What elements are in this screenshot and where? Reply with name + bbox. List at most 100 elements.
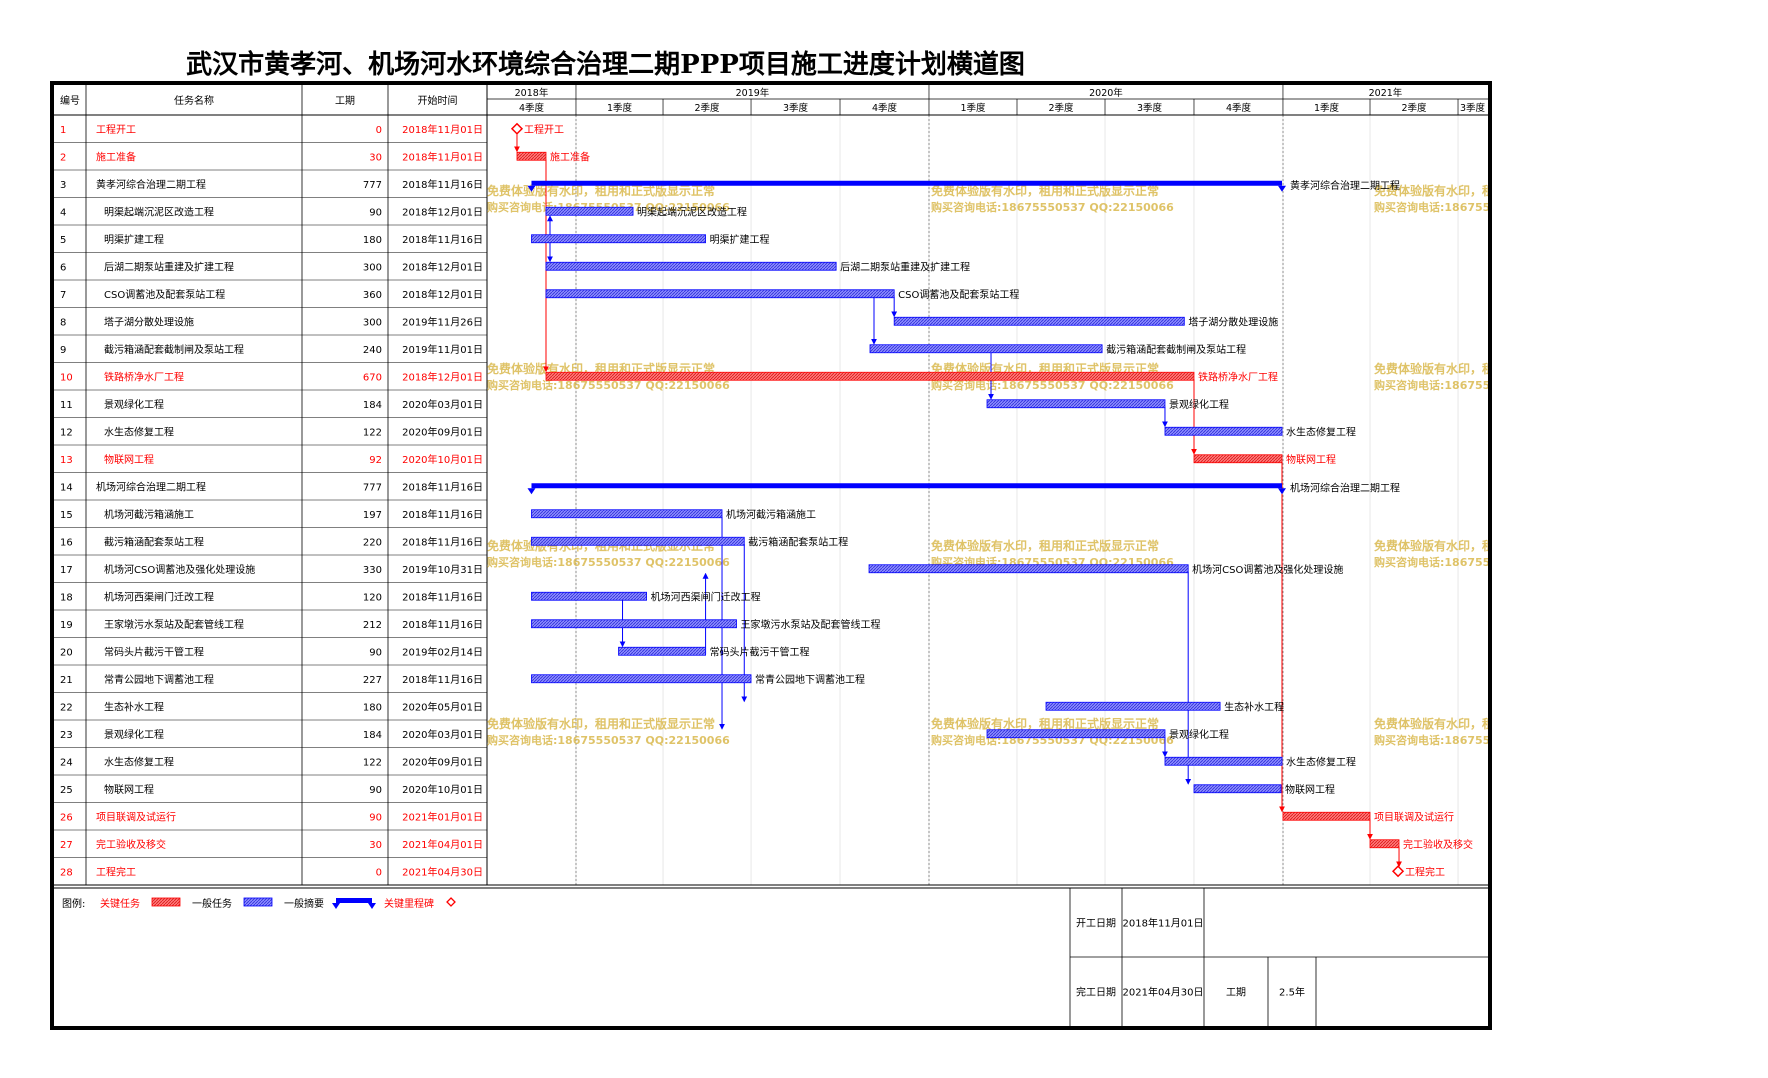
task-bar <box>531 536 745 546</box>
bar-label: 黄孝河综合治理二期工程 <box>1290 179 1400 192</box>
task-name: 工程完工 <box>96 865 136 878</box>
task-bar <box>986 729 1166 739</box>
task-start: 2018年11月01日 <box>402 150 483 163</box>
task-id: 1 <box>60 125 66 136</box>
task-name: 工程开工 <box>96 124 136 136</box>
task-bar <box>545 289 895 299</box>
task-duration: 777 <box>363 180 382 191</box>
task-duration: 120 <box>363 592 382 603</box>
task-bar <box>868 564 1189 574</box>
task-duration: 197 <box>363 510 382 521</box>
quarter-label: 2季度 <box>1401 102 1427 114</box>
quarter-label: 1季度 <box>607 102 633 114</box>
watermark-line1: 免费体验版有水印，租用和正式版显示正常 <box>931 183 1159 198</box>
column-header: 任务名称 <box>174 94 214 107</box>
task-start: 2018年11月16日 <box>402 508 483 521</box>
task-duration: 184 <box>363 400 382 411</box>
bar-label: 铁路桥净水厂工程 <box>1198 370 1278 383</box>
task-duration: 777 <box>363 482 382 493</box>
legend-label: 图例: <box>62 897 85 910</box>
task-duration: 30 <box>369 152 382 163</box>
task-name: 项目联调及试运行 <box>96 810 176 823</box>
start-date-value: 2018年11月01日 <box>1123 917 1204 930</box>
task-id: 10 <box>60 372 73 383</box>
quarter-label: 1季度 <box>960 102 986 114</box>
task-bar <box>531 509 723 519</box>
task-start: 2018年12月01日 <box>402 288 483 301</box>
watermark-line2: 购买咨询电话:18675550537 QQ:22150066 <box>1374 378 1488 392</box>
task-start: 2018年11月16日 <box>402 618 483 631</box>
task-name: 常码头片截污干管工程 <box>104 645 204 658</box>
bar-label: 后湖二期泵站重建及扩建工程 <box>840 260 970 273</box>
task-id: 8 <box>60 317 66 328</box>
legend-swatch-milestone <box>446 897 456 907</box>
duration-label: 工期 <box>1226 987 1246 999</box>
task-name: 生态补水工程 <box>104 700 164 713</box>
task-name: 机场河综合治理二期工程 <box>96 480 206 493</box>
task-start: 2020年10月01日 <box>402 453 483 466</box>
task-name: 后湖二期泵站重建及扩建工程 <box>104 260 234 273</box>
task-duration: 227 <box>363 675 382 686</box>
task-start: 2018年11月16日 <box>402 233 483 246</box>
summary-cap-end <box>1277 185 1286 192</box>
watermark-line1: 免费体验版有水印，租用和正式版显示正常 <box>931 538 1159 553</box>
task-name: 施工准备 <box>96 150 136 163</box>
task-start: 2020年03月01日 <box>402 398 483 411</box>
task-id: 20 <box>60 647 73 658</box>
task-bar <box>1193 784 1282 794</box>
task-duration: 90 <box>369 647 382 658</box>
task-start: 2020年03月01日 <box>402 728 483 741</box>
quarter-label: 3季度 <box>783 102 809 114</box>
task-duration: 0 <box>376 867 382 878</box>
task-id: 7 <box>60 290 66 301</box>
bar-label: 王家墩污水泵站及配套管线工程 <box>741 618 881 631</box>
task-duration: 220 <box>363 537 382 548</box>
task-name: 截污箱涵配套截制闸及泵站工程 <box>104 343 244 356</box>
bar-label: 水生态修复工程 <box>1286 425 1356 438</box>
task-bar <box>1164 426 1283 436</box>
task-name: 机场河CSO调蓄池及强化处理设施 <box>104 563 255 576</box>
task-id: 16 <box>60 537 73 548</box>
task-id: 4 <box>60 207 66 218</box>
task-id: 9 <box>60 345 66 356</box>
bar-label: 明渠起端沉泥区改造工程 <box>637 205 747 218</box>
legend-swatch-summary-cap <box>368 903 376 909</box>
task-name: 黄孝河综合治理二期工程 <box>96 178 206 191</box>
bar-label: CSO调蓄池及配套泵站工程 <box>898 288 1019 301</box>
bar-label: 施工准备 <box>550 150 590 163</box>
task-id: 28 <box>60 867 73 878</box>
task-duration: 240 <box>363 345 382 356</box>
task-duration: 92 <box>369 455 382 466</box>
bar-label: 机场河CSO调蓄池及强化处理设施 <box>1192 563 1343 576</box>
bar-label: 明渠扩建工程 <box>710 233 770 246</box>
task-duration: 180 <box>363 702 382 713</box>
task-id: 3 <box>60 180 66 191</box>
task-duration: 0 <box>376 125 382 136</box>
task-name: 王家墩污水泵站及配套管线工程 <box>104 618 244 631</box>
watermark-line1: 免费体验版有水印，租用和正式版显示正常 <box>1374 183 1488 198</box>
task-id: 24 <box>60 757 73 768</box>
summary-bar <box>531 483 1282 489</box>
task-name: 景观绿化工程 <box>104 398 164 411</box>
year-label: 2020年 <box>1089 87 1123 99</box>
start-date-label: 开工日期 <box>1076 918 1116 930</box>
task-start: 2020年05月01日 <box>402 700 483 713</box>
task-duration: 90 <box>369 207 382 218</box>
task-bar <box>869 344 1103 354</box>
critical-task-bar <box>516 151 547 161</box>
task-id: 25 <box>60 785 73 796</box>
critical-task-bar <box>1369 839 1400 849</box>
critical-task-bar <box>545 371 1195 381</box>
bar-label: 生态补水工程 <box>1224 700 1284 713</box>
year-label: 2019年 <box>736 87 770 99</box>
task-id: 18 <box>60 592 73 603</box>
column-header: 工期 <box>335 95 355 107</box>
task-name: 明渠起端沉泥区改造工程 <box>104 205 214 218</box>
task-start: 2018年11月16日 <box>402 673 483 686</box>
watermark-line1: 免费体验版有水印，租用和正式版显示正常 <box>1374 361 1488 376</box>
bar-label: 工程开工 <box>524 124 564 136</box>
task-start: 2019年11月01日 <box>402 343 483 356</box>
